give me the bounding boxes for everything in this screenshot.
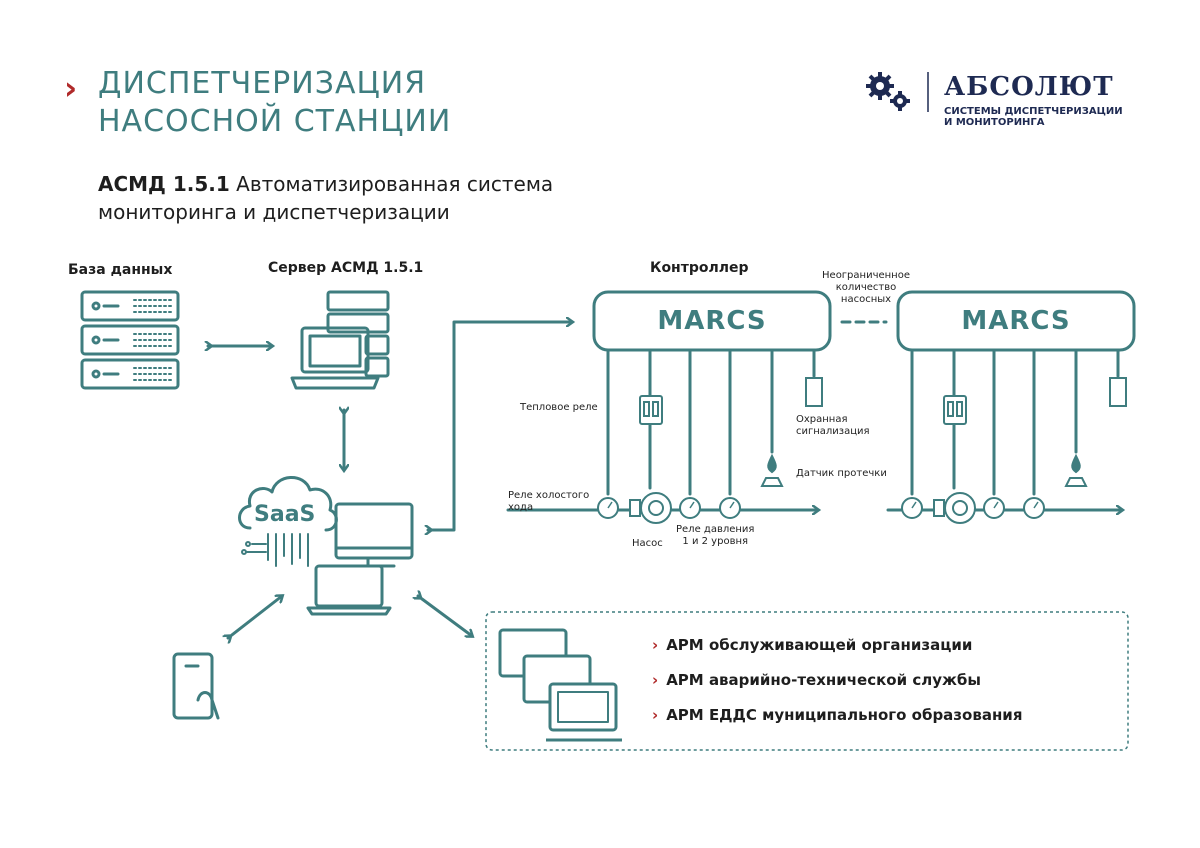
leak-sensor-icon-2 [1064, 477, 1088, 487]
leak-sensor-label: Датчик протечки [796, 468, 887, 479]
logo-subtitle: СИСТЕМЫ ДИСПЕТЧЕРИЗАЦИИ И МОНИТОРИНГА [944, 106, 1123, 128]
server-label: Сервер АСМД 1.5.1 [268, 260, 424, 276]
unlimited-line2: количество [835, 282, 897, 293]
idle-relay-line2: хода [508, 502, 534, 513]
workstation-item-2: › АРМ аварийно-технической службы [652, 671, 981, 689]
marcs-box-1 [592, 290, 832, 352]
security-door-icon-2 [1109, 377, 1127, 407]
pressure-line1: Реле давления [676, 524, 755, 535]
title-chevron-icon: › [64, 69, 78, 107]
unlimited-line3: насосных [840, 294, 892, 305]
pressure-line2: 1 и 2 уровня [682, 536, 749, 547]
security-alarm-label: Охранная сигнализация [796, 414, 870, 438]
page-title-line2: НАСОСНОЙ СТАНЦИИ [98, 104, 452, 139]
subtitle-line2: мониторинга и диспетчеризации [98, 200, 450, 224]
marcs-label-2: MARCS [961, 306, 1071, 336]
chevron-right-icon: › [652, 636, 659, 654]
security-door-icon-1 [805, 377, 823, 407]
chevron-right-icon: › [652, 671, 659, 689]
idle-relay-line1: Реле холостого [508, 490, 590, 501]
workstations-panel [485, 611, 1129, 751]
page-title-line1: ДИСПЕТЧЕРИЗАЦИЯ [98, 66, 427, 101]
saas-phone-arrow [228, 596, 282, 638]
logo-sub-line1: СИСТЕМЫ ДИСПЕТЧЕРИЗАЦИИ [944, 106, 1123, 117]
chevron-right-icon: › [652, 706, 659, 724]
unlimited-line1: Неограниченное [822, 270, 910, 281]
leak-sensor-icon-1 [760, 477, 784, 487]
workstation-item-3: › АРМ ЕДДС муниципального образования [652, 706, 1022, 724]
pump-label: Насос [632, 538, 663, 549]
server-icon [290, 290, 390, 390]
thermal-relay-label: Тепловое реле [520, 402, 598, 413]
saas-workstations-arrow [418, 596, 472, 636]
security-line2: сигнализация [796, 426, 870, 437]
marcs-label-1: MARCS [657, 306, 767, 336]
subtitle: АСМД 1.5.1 Автоматизированная система мо… [98, 170, 698, 226]
unlimited-pumps-label: Неограниченное количество насосных [810, 270, 922, 306]
saas-monitor-icon [306, 502, 414, 616]
saas-controller-arrow [428, 322, 572, 530]
security-line1: Охранная [796, 414, 848, 425]
idle-relay-label: Реле холостого хода [508, 490, 589, 514]
workstation-label-1: АРМ обслуживающей организации [666, 636, 973, 654]
database-label: База данных [68, 262, 173, 278]
marcs-box-2 [896, 290, 1136, 352]
subtitle-rest: Автоматизированная система [229, 172, 554, 196]
phone-icon [172, 652, 220, 720]
saas-label: SaaS [254, 502, 316, 527]
controller-2-wires [886, 348, 1122, 510]
subtitle-bold: АСМД 1.5.1 [98, 172, 230, 196]
workstations-monitors-icon [498, 628, 622, 742]
saas-cloud-icon [238, 476, 338, 567]
workstation-item-1: › АРМ обслуживающей организации [652, 636, 972, 654]
pressure-relay-label: Реле давления 1 и 2 уровня [676, 524, 754, 548]
controller-label: Контроллер [650, 260, 749, 276]
database-icon [80, 290, 180, 390]
workstation-label-2: АРМ аварийно-технической службы [666, 671, 981, 689]
workstation-label-3: АРМ ЕДДС муниципального образования [666, 706, 1023, 724]
logo-name: АБСОЛЮТ [944, 72, 1114, 102]
logo-sub-line2: И МОНИТОРИНГА [944, 117, 1045, 128]
